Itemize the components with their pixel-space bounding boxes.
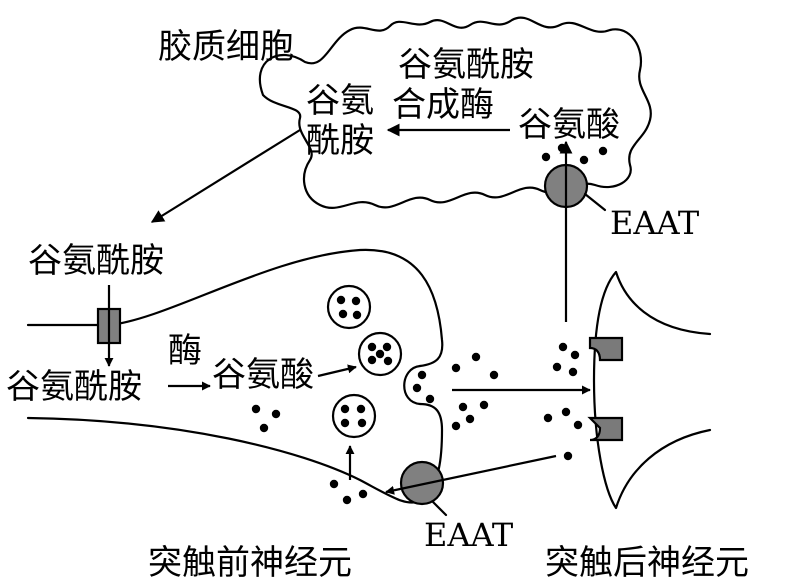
enzyme-label: 酶 (168, 331, 202, 371)
glial-glutamine-label-line2: 酰胺 (306, 121, 374, 161)
presynaptic-neuron-label: 突触前神经元 (148, 543, 352, 583)
glial-glutamine-label-line1: 谷氨 (306, 81, 374, 121)
vesicle (331, 393, 377, 439)
glial-cell-label: 胶质细胞 (158, 27, 294, 67)
presynaptic-membrane-bottom (26, 402, 444, 504)
presynaptic-glutamate-label: 谷氨酸 (212, 355, 314, 395)
glia-to-presynaptic-glutamine-arrow (150, 129, 301, 223)
glial-eaat-leader (583, 192, 607, 212)
presynaptic-glutamine-label: 谷氨酰胺 (6, 367, 142, 407)
postsynaptic-receptor (588, 336, 624, 362)
glial-eaat-label: EAAT (610, 204, 700, 242)
cleft-to-presynaptic-arrow (385, 454, 557, 495)
glutamine-synthetase-label-line2: 合成酶 (392, 85, 494, 125)
postsynaptic-receptor (587, 416, 624, 442)
presynaptic-glutamate-dots (251, 404, 281, 433)
fusing-vesicle (403, 364, 422, 406)
vesicle (357, 331, 403, 377)
presynaptic-eaat-leader (431, 500, 448, 517)
glial-glutamate-dots (541, 143, 608, 165)
reuptake-dots (329, 479, 368, 505)
glial-glutamate-label: 谷氨酸 (518, 105, 620, 145)
postsynaptic-membrane (592, 270, 712, 510)
presynaptic-eaat-transporter (399, 460, 445, 506)
postsynaptic-neuron-label: 突触后神经元 (545, 543, 749, 583)
vesicle (326, 284, 372, 330)
glutamine-synthetase-label-line1: 谷氨酰胺 (398, 45, 534, 85)
glial-cell-membrane (258, 16, 652, 209)
glutamate-to-vesicle-arrow (317, 364, 357, 378)
presynaptic-eaat-label: EAAT (424, 516, 514, 554)
synaptic-cleft-dots (451, 342, 583, 461)
extracellular-glutamine-label: 谷氨酰胺 (28, 241, 164, 281)
presynaptic-membrane-top (26, 248, 444, 368)
fusing-vesicle-dots (412, 370, 435, 404)
